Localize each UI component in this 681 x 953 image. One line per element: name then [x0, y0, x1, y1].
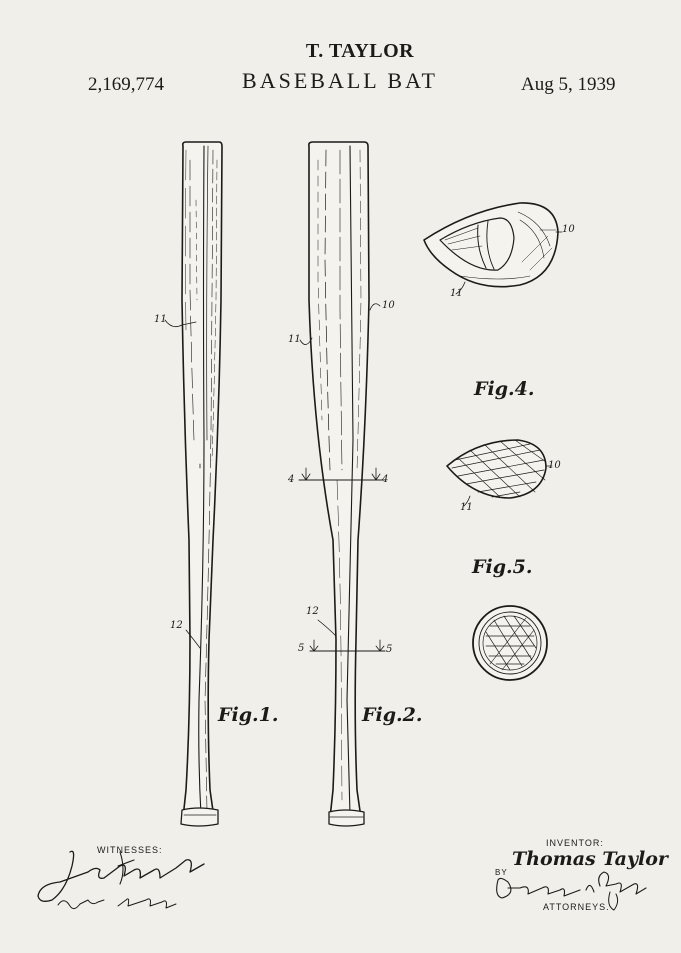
ref-numeral-10: 10: [562, 224, 575, 235]
attorney-signature: [496, 871, 647, 911]
ref-numeral-12: 12: [306, 606, 319, 617]
by-label: BY: [495, 868, 508, 877]
figure-label-4: Fig.4.: [474, 378, 535, 400]
section-view-fig4: [446, 439, 553, 507]
attorneys-label: ATTORNEYS.: [543, 902, 610, 912]
bat-figure-1: [164, 141, 223, 827]
inventor-label: INVENTOR:: [546, 838, 604, 848]
patent-number: 2,169,774: [88, 74, 164, 95]
patent-title: BASEBALL BAT: [242, 68, 438, 93]
ref-numeral-11: 11: [450, 288, 463, 299]
ref-numeral-4: 4: [382, 474, 389, 485]
witnesses-label: WITNESSES:: [97, 845, 163, 855]
ref-numeral-11: 11: [460, 502, 473, 513]
section-view-fig5: [472, 605, 548, 681]
ref-numeral-11: 11: [154, 314, 167, 325]
figure-label-2: Fig.2.: [362, 704, 423, 726]
inventor-name: T. TAYLOR: [305, 40, 415, 62]
ref-numeral-5: 5: [386, 644, 393, 655]
ref-numeral-11: 11: [288, 334, 301, 345]
ref-numeral-12: 12: [170, 620, 183, 631]
bat-figure-2: [298, 141, 386, 827]
figure-label-5: Fig.5.: [472, 556, 533, 578]
inventor-signature: Thomas Taylor: [512, 848, 668, 870]
section-view-top: [423, 202, 563, 295]
figure-label-1: Fig.1.: [218, 704, 279, 726]
ref-numeral-10: 10: [382, 300, 395, 311]
ref-numeral-4: 4: [288, 474, 295, 485]
witness-signatures: [37, 850, 205, 910]
ref-numeral-5: 5: [298, 643, 305, 654]
patent-date: Aug 5, 1939: [521, 74, 616, 95]
ref-numeral-10: 10: [548, 460, 561, 471]
